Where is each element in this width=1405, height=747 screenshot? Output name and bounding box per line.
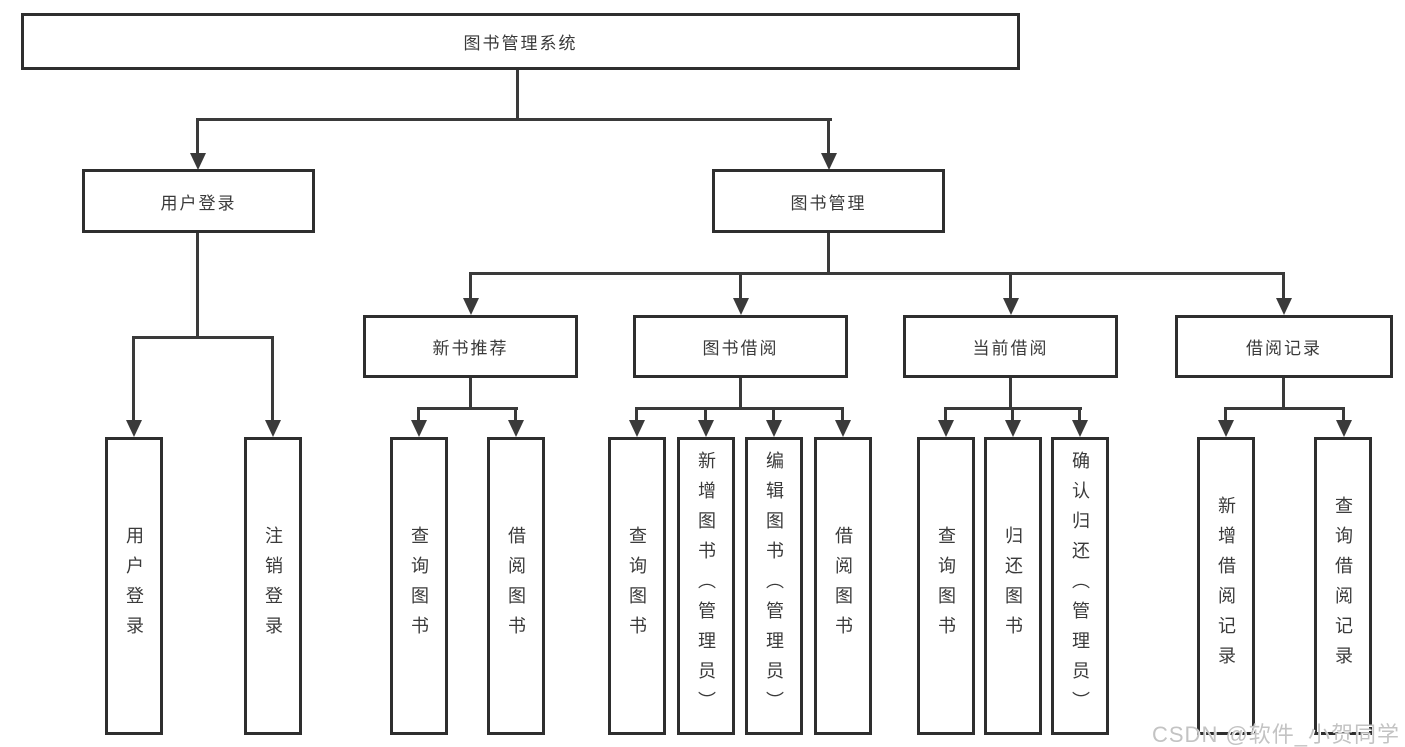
arrow-down-icon: [629, 420, 645, 437]
arrow-down-icon: [126, 420, 142, 437]
leaf-return-books: 归还图书: [984, 437, 1042, 735]
connector-user-login-drop: [196, 118, 199, 154]
csdn-watermark: CSDN @软件_小贺同学: [1152, 722, 1401, 747]
arrow-down-icon: [733, 298, 749, 315]
leaf-query-books-borrow: 查询图书: [608, 437, 666, 735]
leaf-query-books-current: 查询图书: [917, 437, 975, 735]
leaf-label: 用户登录: [124, 526, 144, 646]
connector-user-login-rail: [132, 336, 273, 339]
arrow-down-icon: [698, 420, 714, 437]
leaf-label: 查询图书: [409, 526, 429, 646]
arrow-down-icon: [1072, 420, 1088, 437]
connector-leaf-drop: [635, 407, 638, 421]
connector-user-login-stem: [196, 233, 199, 338]
connector-leaf-drop: [1011, 407, 1014, 421]
connector-leaf-drop: [271, 336, 274, 421]
connector-book-mgmt-rail: [469, 272, 1285, 275]
connector-leaf-drop: [417, 407, 420, 421]
node-label: 当前借阅: [972, 339, 1049, 358]
leaf-edit-book-admin: 编辑图书（管理员）: [745, 437, 803, 735]
arrow-down-icon: [508, 420, 524, 437]
leaf-label: 归还图书: [1003, 526, 1023, 646]
connector-book-mgmt-drop: [827, 118, 830, 154]
arrow-down-icon: [1276, 298, 1292, 315]
connector-section-drop: [1282, 272, 1285, 300]
leaf-user-login: 用户登录: [105, 437, 163, 735]
node-borrow-record: 借阅记录: [1175, 315, 1393, 378]
connector-leaf-drop: [132, 336, 135, 421]
leaf-add-book-admin: 新增图书（管理员）: [677, 437, 735, 735]
leaf-label: 借阅图书: [506, 526, 526, 646]
node-label: 借阅记录: [1246, 339, 1322, 358]
connector-leaf-drop: [1342, 407, 1345, 421]
node-root-system: 图书管理系统: [21, 13, 1020, 70]
connector-leaf-drop: [1078, 407, 1081, 421]
leaf-label: 注销登录: [263, 526, 283, 646]
arrow-down-icon: [1005, 420, 1021, 437]
connector-section-stem: [739, 378, 742, 409]
arrow-down-icon: [190, 153, 206, 170]
arrow-down-icon: [821, 153, 837, 170]
connector-section-stem: [1009, 378, 1012, 409]
connector-book-mgmt-stem: [827, 233, 830, 274]
connector-root-stem: [516, 69, 519, 118]
leaf-label: 查询图书: [627, 526, 647, 646]
node-label: 图书管理: [790, 193, 867, 213]
arrow-down-icon: [1003, 298, 1019, 315]
node-new-book-recommend: 新书推荐: [363, 315, 578, 378]
connector-leaf-drop: [772, 407, 775, 421]
connector-section-drop: [469, 272, 472, 300]
arrow-down-icon: [1218, 420, 1234, 437]
connector-leaf-drop: [944, 407, 947, 421]
arrow-down-icon: [463, 298, 479, 315]
leaf-query-borrow-record: 查询借阅记录: [1314, 437, 1372, 735]
leaf-borrow-books: 借阅图书: [814, 437, 872, 735]
arrow-down-icon: [1336, 420, 1352, 437]
connector-section-rail: [635, 407, 844, 410]
connector-section-rail: [417, 407, 518, 410]
leaf-label: 编辑图书（管理员）: [764, 451, 784, 721]
leaf-add-borrow-record: 新增借阅记录: [1197, 437, 1255, 735]
connector-section-drop: [1009, 272, 1012, 300]
arrow-down-icon: [938, 420, 954, 437]
node-label: 用户登录: [160, 193, 237, 213]
arrow-down-icon: [835, 420, 851, 437]
node-current-borrow: 当前借阅: [903, 315, 1118, 378]
arrow-down-icon: [766, 420, 782, 437]
connector-leaf-drop: [841, 407, 844, 421]
connector-leaf-drop: [704, 407, 707, 421]
connector-section-rail: [1224, 407, 1345, 410]
connector-leaf-drop: [1224, 407, 1227, 421]
connector-section-stem: [469, 378, 472, 409]
leaf-label: 查询图书: [936, 526, 956, 646]
node-label: 新书推荐: [432, 339, 509, 358]
node-book-management: 图书管理: [712, 169, 945, 233]
node-user-login: 用户登录: [82, 169, 315, 233]
connector-section-drop: [739, 272, 742, 300]
leaf-label: 确认归还（管理员）: [1070, 451, 1090, 721]
leaf-logout: 注销登录: [244, 437, 302, 735]
leaf-label: 新增图书（管理员）: [696, 451, 716, 721]
leaf-label: 新增借阅记录: [1216, 496, 1236, 676]
leaf-label: 借阅图书: [833, 526, 853, 646]
arrow-down-icon: [265, 420, 281, 437]
connector-root-rail: [196, 118, 832, 121]
leaf-query-books-recommend: 查询图书: [390, 437, 448, 735]
connector-leaf-drop: [514, 407, 517, 421]
node-label: 图书管理系统: [463, 34, 578, 53]
node-label: 图书借阅: [702, 339, 779, 358]
leaf-label: 查询借阅记录: [1333, 496, 1353, 676]
arrow-down-icon: [411, 420, 427, 437]
leaf-borrow-books-recommend: 借阅图书: [487, 437, 545, 735]
node-book-borrow: 图书借阅: [633, 315, 848, 378]
leaf-confirm-return-admin: 确认归还（管理员）: [1051, 437, 1109, 735]
connector-section-stem: [1282, 378, 1285, 409]
